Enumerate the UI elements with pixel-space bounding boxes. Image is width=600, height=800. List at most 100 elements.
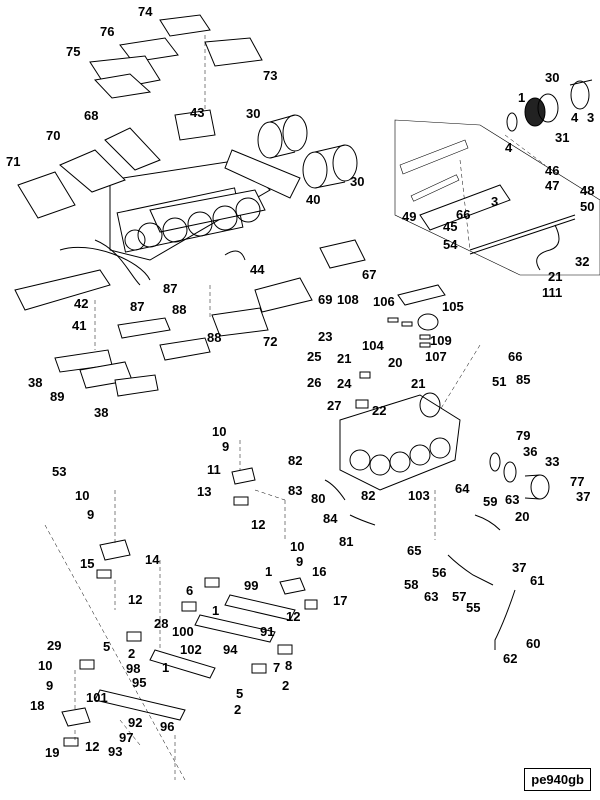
callout-41: 41 [72,318,86,333]
callout-15: 15 [80,556,94,571]
callout-9: 9 [222,439,229,454]
callout-111: 111 [542,285,562,300]
callout-75: 75 [66,44,80,59]
callout-48: 48 [580,183,594,198]
callout-37-b: 37 [512,560,526,575]
callout-100: 100 [172,624,194,639]
callout-49: 49 [402,209,416,224]
callout-91: 91 [260,624,274,639]
callout-85: 85 [516,372,530,387]
callout-7: 7 [273,660,280,675]
callout-27: 27 [327,398,341,413]
callout-10-b: 10 [75,488,89,503]
callout-21-c: 21 [411,376,425,391]
callout-45: 45 [443,219,457,234]
callout-74: 74 [138,4,153,19]
callout-36: 36 [523,444,537,459]
callout-14: 14 [145,552,160,567]
callout-31: 31 [555,130,569,145]
callout-109: 109 [430,333,452,348]
callout-30: 30 [545,70,559,85]
callout-30-c: 30 [350,174,364,189]
callout-65: 65 [407,543,421,558]
callout-20: 20 [388,355,402,370]
callout-8: 8 [285,658,292,673]
upper-cover-panels [89,14,263,99]
callout-64: 64 [455,481,470,496]
callout-92: 92 [128,715,142,730]
callout-2: 2 [128,646,135,661]
callout-1-c: 1 [212,603,219,618]
main-frame-assembly [109,109,271,261]
callout-51: 51 [492,374,506,389]
callout-77: 77 [570,474,584,489]
callout-88-b: 88 [207,330,221,345]
callout-5: 5 [103,639,110,654]
belts-and-guards [14,239,366,337]
callout-23: 23 [318,329,332,344]
fastener-small-parts [355,284,446,409]
callout-20-b: 20 [515,509,529,524]
callout-33: 33 [545,454,559,469]
right-rotary-bar-assembly [394,119,600,276]
callout-5-b: 5 [236,686,243,701]
callout-28: 28 [154,616,168,631]
callout-13: 13 [197,484,211,499]
chamber-assembly [339,392,461,491]
callout-43: 43 [190,105,204,120]
side-ring-seals [489,452,550,500]
callout-44: 44 [250,262,265,277]
callout-101: 101 [86,690,108,705]
callout-21-b: 21 [337,351,351,366]
callout-46: 46 [545,163,559,178]
callout-32: 32 [575,254,589,269]
callout-106: 106 [373,294,395,309]
callout-96: 96 [160,719,174,734]
callout-1-d: 1 [162,660,169,675]
callout-88: 88 [172,302,186,317]
callout-38: 38 [28,375,42,390]
callout-2-b: 2 [282,678,289,693]
callout-97: 97 [119,730,133,745]
callout-73: 73 [263,68,277,83]
callout-labels: 74 76 75 73 30 43 1 4 3 31 30 68 70 71 4… [6,4,594,760]
callout-84: 84 [323,511,338,526]
callout-9-b: 9 [87,507,94,522]
callout-12-c: 12 [286,609,300,624]
callout-4-b: 4 [505,140,513,155]
callout-16: 16 [312,564,326,579]
callout-99: 99 [244,578,258,593]
callout-72: 72 [263,334,277,349]
callout-47: 47 [545,178,559,193]
callout-94: 94 [223,642,238,657]
callout-83: 83 [288,483,302,498]
callout-82-b: 82 [361,488,375,503]
callout-105: 105 [442,299,464,314]
callout-40: 40 [306,192,320,207]
callout-89: 89 [50,389,64,404]
callout-50: 50 [580,199,594,214]
callout-67: 67 [362,267,376,282]
callout-22: 22 [372,403,386,418]
callout-93: 93 [108,744,122,759]
leader-lines [44,35,546,781]
callout-59: 59 [483,494,497,509]
callout-53: 53 [52,464,66,479]
callout-30-b: 30 [246,106,260,121]
callout-1-b: 1 [265,564,272,579]
callout-60: 60 [526,636,540,651]
callout-108: 108 [337,292,359,307]
callout-70: 70 [46,128,60,143]
callout-76: 76 [100,24,114,39]
callout-21: 21 [548,269,562,284]
callout-63-b: 63 [424,589,438,604]
callout-12-b: 12 [128,592,142,607]
callout-87: 87 [163,281,177,296]
callout-54: 54 [443,237,458,252]
callout-6: 6 [186,583,193,598]
callout-1: 1 [518,90,525,105]
callout-104: 104 [362,338,384,353]
callout-66-b: 66 [508,349,522,364]
